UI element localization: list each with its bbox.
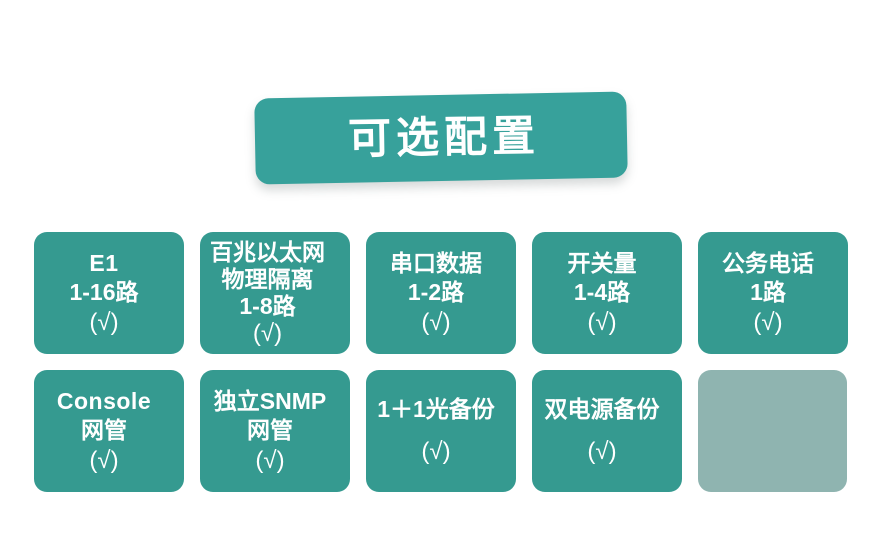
card-line: 1＋1光备份 xyxy=(377,396,495,422)
card-text: 百兆以太网 物理隔离 1-8路 (√) xyxy=(178,239,358,347)
availability-check: (√) xyxy=(89,308,119,336)
availability-check: (√) xyxy=(587,438,617,465)
card-line: 独立SNMP xyxy=(213,387,327,414)
card-line: 1路 xyxy=(750,278,786,305)
option-row: Console 网管 (√) 独立SNMP 网管 (√) 1＋1光备份 (√) … xyxy=(34,370,847,492)
card-line: 公务电话 xyxy=(722,249,814,276)
card-line: 网管 xyxy=(81,416,127,443)
availability-check: (√) xyxy=(421,438,451,465)
option-card-optical-backup[interactable]: 1＋1光备份 (√) xyxy=(366,370,516,492)
card-line: 物理隔离 xyxy=(221,266,314,292)
option-card-switch-quantity[interactable]: 开关量 1-4路 (√) xyxy=(532,232,682,354)
card-line: 1-16路 xyxy=(69,278,139,305)
availability-check: (√) xyxy=(89,446,119,474)
card-text: 开关量 1-4路 (√) xyxy=(517,249,687,338)
card-line: 双电源备份 xyxy=(544,396,660,422)
page-title: 可选配置 xyxy=(347,111,540,163)
card-line: 网管 xyxy=(247,416,293,443)
option-card-empty-placeholder xyxy=(698,370,847,492)
availability-check: (√) xyxy=(255,446,285,474)
option-card-e1[interactable]: E1 1-16路 (√) xyxy=(34,232,184,354)
card-text: 公务电话 1路 (√) xyxy=(683,249,853,338)
card-text: 1＋1光备份 (√) xyxy=(351,395,521,467)
availability-check: (√) xyxy=(587,308,617,336)
option-card-standalone-snmp-management[interactable]: 独立SNMP 网管 (√) xyxy=(200,370,350,492)
card-text: Console 网管 (√) xyxy=(19,387,189,476)
card-text: 双电源备份 (√) xyxy=(517,395,687,467)
banner-shape: 可选配置 xyxy=(254,91,628,185)
card-line: E1 xyxy=(89,249,119,276)
option-row: E1 1-16路 (√) 百兆以太网 物理隔离 1-8路 (√) 串口数据 1-… xyxy=(34,232,848,354)
card-line: 1-4路 xyxy=(573,278,631,305)
availability-check: (√) xyxy=(753,308,783,336)
card-line: 串口数据 xyxy=(390,249,482,276)
card-line-spacer xyxy=(517,424,687,436)
card-line: 开关量 xyxy=(567,249,637,276)
card-text: 串口数据 1-2路 (√) xyxy=(351,249,521,338)
option-card-grid: E1 1-16路 (√) 百兆以太网 物理隔离 1-8路 (√) 串口数据 1-… xyxy=(34,232,848,492)
optional-configuration-banner: 可选配置 xyxy=(254,91,628,185)
card-line: Console xyxy=(56,387,152,414)
card-line: 百兆以太网 xyxy=(210,239,325,265)
card-line-spacer xyxy=(351,424,521,436)
card-line: 1-8路 xyxy=(239,293,296,319)
availability-check: (√) xyxy=(421,308,451,336)
card-text: 独立SNMP 网管 (√) xyxy=(185,387,355,476)
option-card-fast-ethernet-isolation[interactable]: 百兆以太网 物理隔离 1-8路 (√) xyxy=(200,232,350,354)
card-text: E1 1-16路 (√) xyxy=(19,249,189,338)
option-card-service-phone[interactable]: 公务电话 1路 (√) xyxy=(698,232,848,354)
option-card-serial-data[interactable]: 串口数据 1-2路 (√) xyxy=(366,232,516,354)
card-line: 1-2路 xyxy=(407,278,465,305)
option-card-dual-power-backup[interactable]: 双电源备份 (√) xyxy=(532,370,682,492)
availability-check: (√) xyxy=(252,320,283,347)
option-card-console-management[interactable]: Console 网管 (√) xyxy=(34,370,184,492)
